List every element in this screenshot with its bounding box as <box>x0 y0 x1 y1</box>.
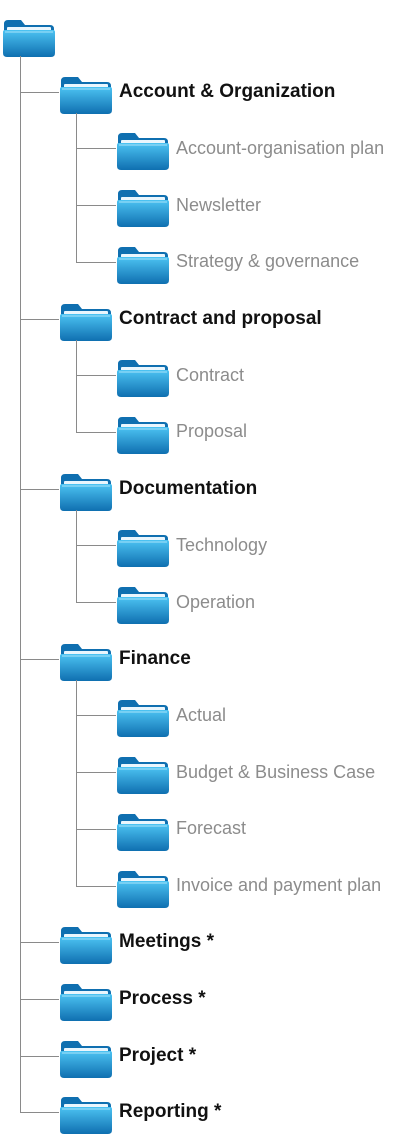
connector-trunk <box>20 56 21 1114</box>
folder-3[interactable]: Finance <box>59 634 191 684</box>
folder-label: Actual <box>176 704 227 725</box>
folder-label: Meetings * <box>119 931 215 953</box>
folder-label: Newsletter <box>176 194 262 215</box>
subfolder-3-2[interactable]: Forecast <box>116 804 246 854</box>
folder-label: Budget & Business Case <box>176 761 376 782</box>
connector-branch <box>76 148 116 150</box>
connector-branch <box>76 772 116 774</box>
connector-branch <box>76 885 116 887</box>
folder-icon <box>117 133 169 171</box>
connector-branch <box>20 1055 59 1057</box>
folder-label: Account-organisation plan <box>176 137 385 158</box>
folder-label: Reporting * <box>119 1101 222 1123</box>
folder-0[interactable]: Account & Organization <box>59 67 335 117</box>
folder-label: Process * <box>119 987 206 1009</box>
folder-icon <box>3 20 55 57</box>
folder-icon <box>117 700 169 738</box>
connector-trunk <box>76 509 77 603</box>
folder-label: Finance <box>119 647 191 669</box>
folder-icon <box>117 870 169 908</box>
connector-trunk <box>76 679 77 887</box>
folder-icon <box>117 246 169 284</box>
subfolder-2-1[interactable]: Operation <box>116 577 255 627</box>
subfolder-1-0[interactable]: Contract <box>116 350 244 400</box>
folder-icon <box>60 643 112 681</box>
connector-trunk <box>76 339 77 433</box>
folder-icon <box>60 76 112 114</box>
connector-branch <box>76 545 116 547</box>
subfolder-0-1[interactable]: Newsletter <box>116 180 261 230</box>
folder-1[interactable]: Contract and proposal <box>59 294 322 344</box>
folder-icon <box>117 530 169 568</box>
folder-5[interactable]: Process * <box>59 974 206 1024</box>
subfolder-3-0[interactable]: Actual <box>116 690 226 740</box>
folder-label: Invoice and payment plan <box>176 875 382 895</box>
connector-branch <box>20 998 59 1000</box>
folder-label: Project * <box>119 1044 197 1066</box>
folder-2[interactable]: Documentation <box>59 464 257 514</box>
subfolder-0-0[interactable]: Account-organisation plan <box>116 123 384 173</box>
subfolder-2-0[interactable]: Technology <box>116 520 267 570</box>
connector-branch <box>20 658 59 660</box>
folder-label: Documentation <box>119 477 258 499</box>
connector-branch <box>76 602 116 603</box>
connector-branch <box>76 431 116 433</box>
connector-branch <box>76 375 116 377</box>
subfolder-3-1[interactable]: Budget & Business Case <box>116 747 375 797</box>
connector-branch <box>76 828 116 830</box>
folder-icon <box>117 190 169 228</box>
folder-icon <box>60 303 112 341</box>
folder-label: Account & Organization <box>119 80 336 102</box>
folder-icon <box>60 1040 112 1078</box>
folder-label: Operation <box>176 591 256 612</box>
folder-4[interactable]: Meetings * <box>59 917 214 967</box>
folder-label: Proposal <box>176 421 248 442</box>
folder-icon <box>60 983 112 1021</box>
folder-icon <box>117 813 169 851</box>
folder-label: Technology <box>176 534 268 555</box>
connector-branch <box>20 942 59 944</box>
connector-branch <box>76 715 116 717</box>
subfolder-3-3[interactable]: Invoice and payment plan <box>116 861 381 911</box>
folder-icon <box>117 587 169 624</box>
connector-trunk <box>76 112 77 263</box>
folder-label: Contract and proposal <box>119 307 322 329</box>
connector-branch <box>20 91 59 93</box>
folder-label: Forecast <box>176 818 247 839</box>
folder-icon <box>60 1097 112 1135</box>
folder-icon <box>117 757 169 795</box>
connector-branch <box>76 205 116 207</box>
folder-label: Strategy & governance <box>176 251 360 272</box>
folder-icon <box>60 473 112 511</box>
root-folder[interactable] <box>2 10 56 60</box>
folder-icon <box>117 360 169 398</box>
connector-branch <box>76 261 116 263</box>
folder-7[interactable]: Reporting * <box>59 1087 221 1137</box>
connector-branch <box>20 1112 59 1114</box>
connector-branch <box>20 488 59 490</box>
connector-branch <box>20 318 59 320</box>
folder-icon <box>60 927 112 965</box>
folder-icon <box>117 416 169 454</box>
folder-label: Contract <box>176 364 245 385</box>
folder-6[interactable]: Project * <box>59 1031 196 1081</box>
subfolder-0-2[interactable]: Strategy & governance <box>116 237 359 287</box>
subfolder-1-1[interactable]: Proposal <box>116 407 247 457</box>
